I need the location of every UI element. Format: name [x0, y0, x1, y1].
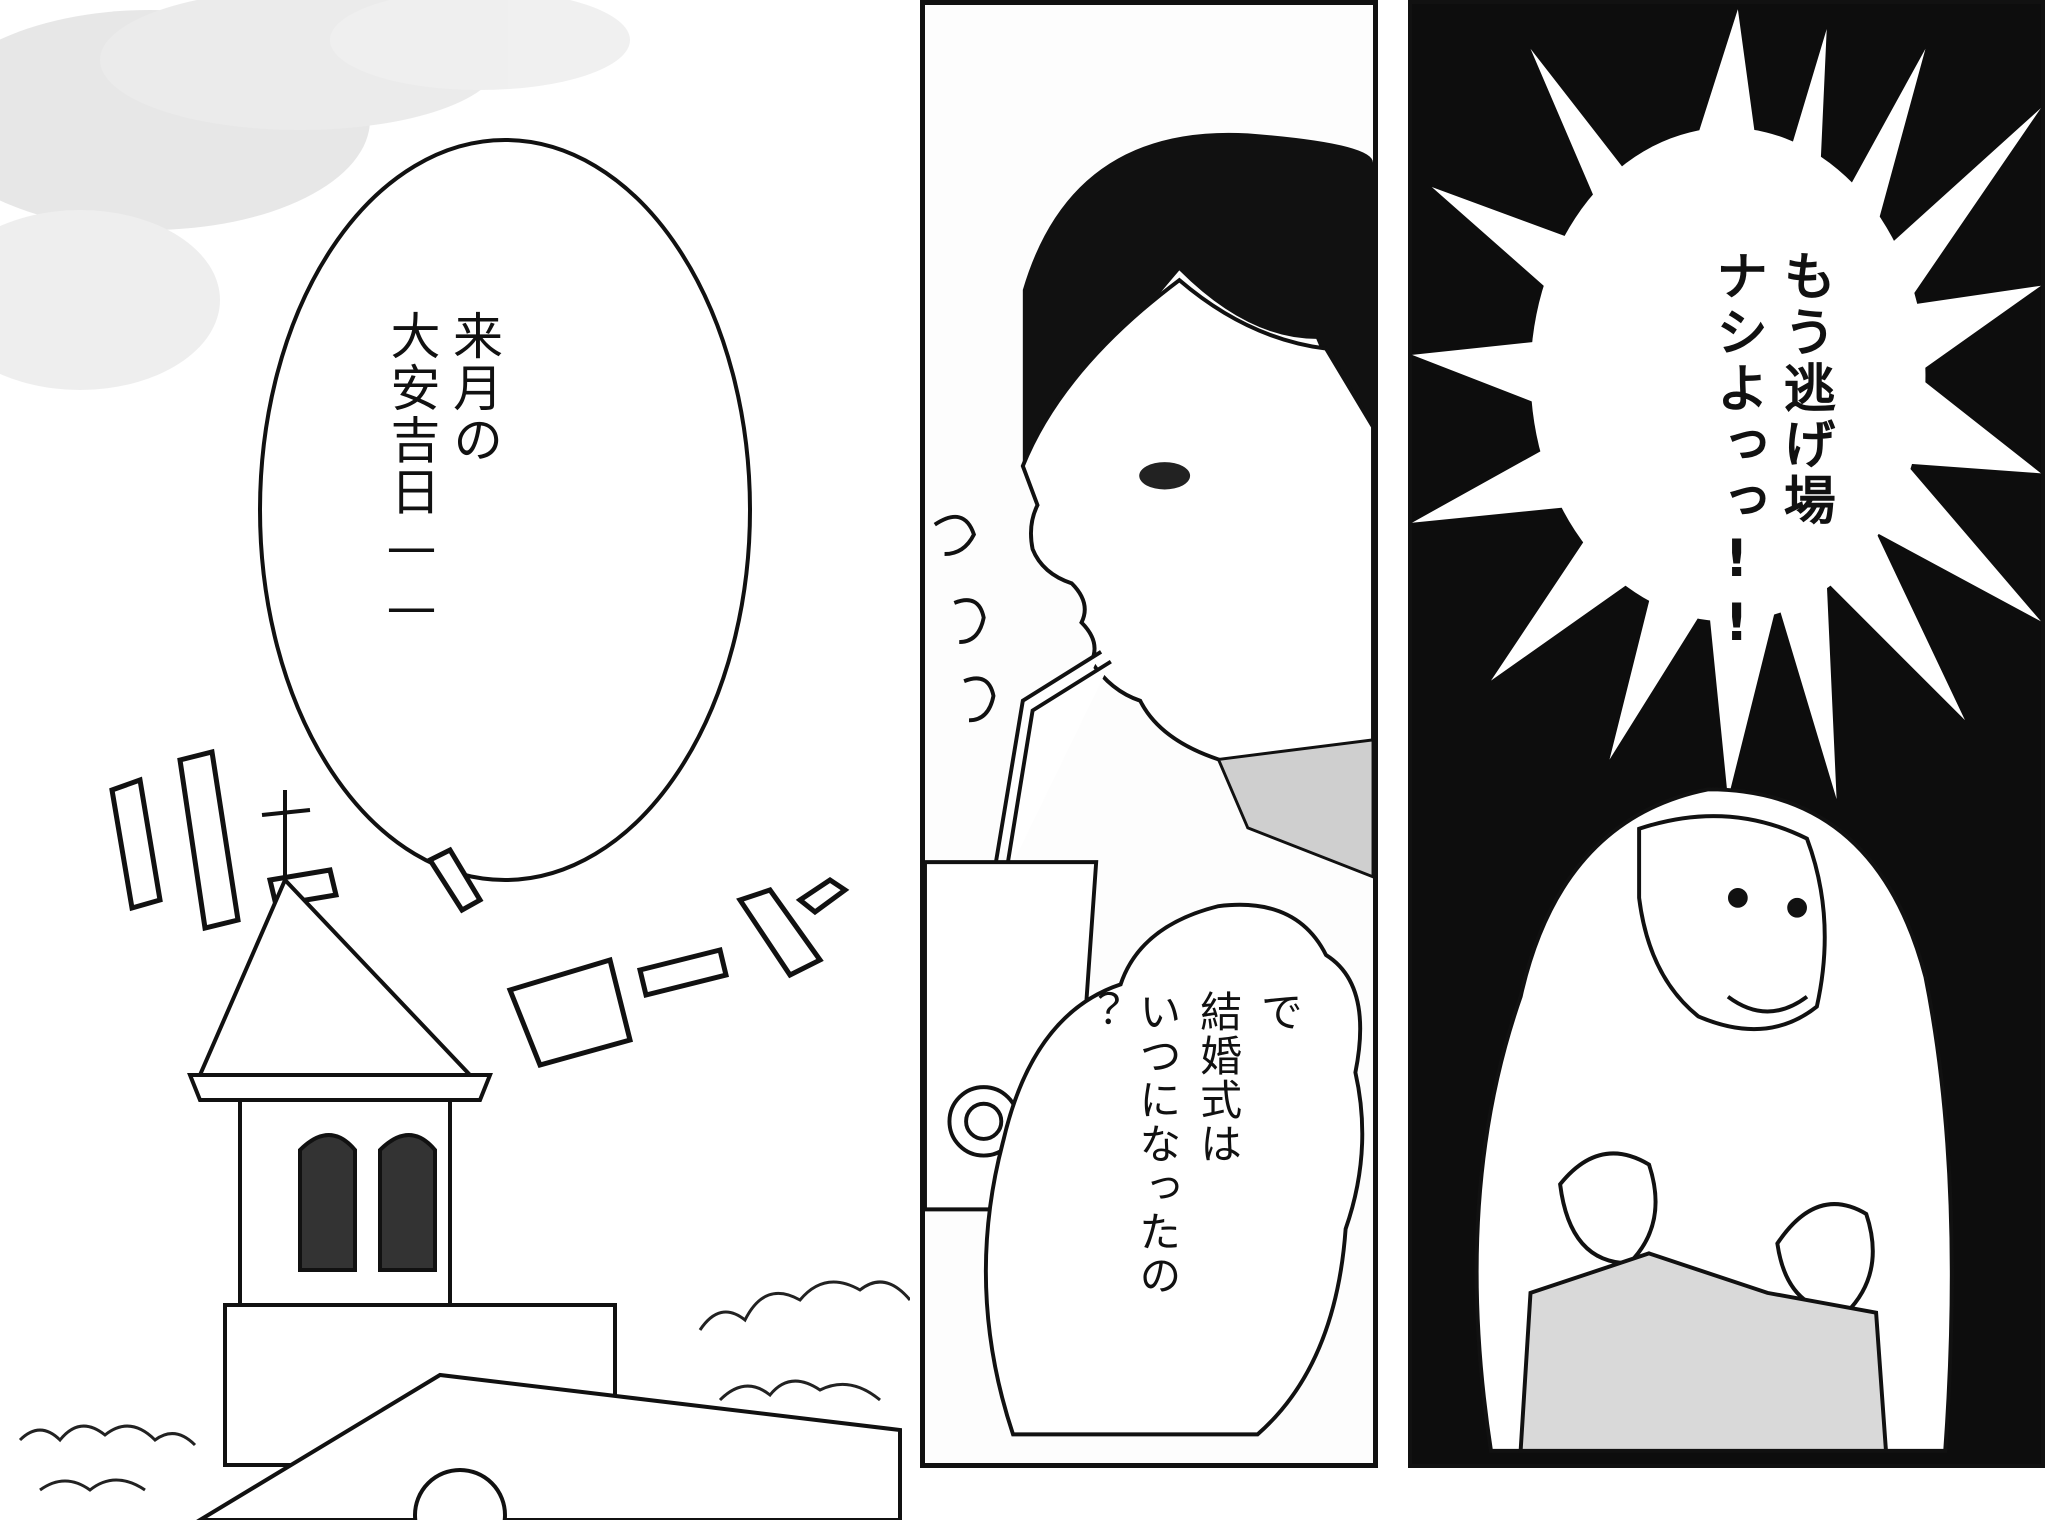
- woman-face: [1020, 277, 1373, 772]
- speech-text-left: 来月の 大安吉日——: [382, 310, 504, 638]
- trees: [18, 1280, 910, 1492]
- sky-clouds: [0, 0, 630, 390]
- woman-eye: [1139, 462, 1191, 490]
- sfx-gong: [506, 876, 850, 1069]
- girl-figure: [1474, 787, 1954, 1453]
- girl-eye-left: [1727, 888, 1748, 908]
- church-panel: 来月の 大安吉日——: [0, 0, 910, 1520]
- girl-face: [1637, 814, 1827, 1032]
- girl-fist-left: [1558, 1151, 1658, 1266]
- burst-center: [1530, 127, 1926, 622]
- burst-illustration: [1412, 9, 2041, 1453]
- woman-collar: [1216, 738, 1373, 879]
- sfx-sip: [933, 514, 996, 723]
- girl-blouse: [1518, 1251, 1889, 1453]
- burst-panel: もう逃げ場 ナシよっっ!!: [1408, 0, 2045, 1468]
- woman-drinking-panel: で 結婚式は いつになったの ？: [920, 0, 1378, 1468]
- church-illustration: [0, 0, 910, 1520]
- speech-bubble-left: [258, 138, 752, 882]
- speech-text-middle: で 結婚式は いつになったの ？: [1071, 990, 1304, 1298]
- woman-illustration: [925, 132, 1373, 1437]
- speech-text-right: もう逃げ場 ナシよっっ!!: [1706, 249, 1835, 657]
- woman-hair: [1022, 132, 1373, 466]
- church-steeple: [187, 790, 902, 1520]
- girl-fist-right: [1775, 1202, 1875, 1315]
- speech-bubble-middle: [983, 902, 1365, 1437]
- girl-eye-right: [1787, 897, 1807, 918]
